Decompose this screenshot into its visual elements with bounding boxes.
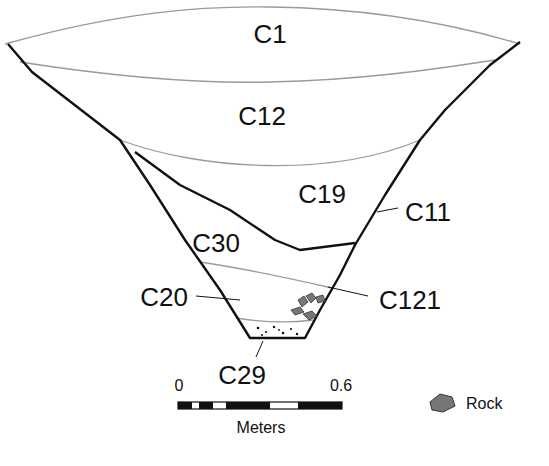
gravel bbox=[282, 332, 285, 335]
layer-number: C20 bbox=[140, 284, 188, 310]
layer-boundary bbox=[120, 140, 420, 166]
gravel bbox=[265, 331, 267, 333]
layer-boundary bbox=[200, 262, 332, 288]
layer-number: C12 bbox=[238, 103, 286, 129]
layer-number: C30 bbox=[192, 230, 240, 256]
scale-bar-frame bbox=[178, 402, 342, 409]
cut-number: C11 bbox=[405, 199, 451, 225]
rock-legend-sample bbox=[430, 394, 455, 412]
layer-number: C121 bbox=[379, 287, 441, 313]
leader-line bbox=[256, 341, 263, 357]
layer-number: C1 bbox=[253, 21, 286, 47]
rock bbox=[303, 311, 317, 320]
layer-boundary bbox=[236, 318, 313, 322]
gravel bbox=[261, 334, 263, 336]
layer-number: C19 bbox=[298, 181, 346, 207]
gravel bbox=[296, 333, 298, 335]
rock bbox=[306, 293, 316, 303]
legend-text: Rock bbox=[466, 396, 502, 412]
layer-boundary bbox=[20, 60, 495, 82]
scale-unit: Meters bbox=[237, 420, 286, 436]
layer-base bbox=[135, 152, 355, 250]
leader-line bbox=[377, 208, 398, 212]
scale-tick-label: 0 bbox=[175, 378, 184, 394]
gravel bbox=[278, 329, 280, 331]
scale-segment bbox=[178, 402, 192, 409]
layer-number: C29 bbox=[218, 362, 266, 388]
gravel bbox=[257, 327, 260, 330]
scale-segment bbox=[226, 402, 270, 409]
scale-bar bbox=[178, 402, 342, 409]
scale-segment bbox=[199, 402, 213, 409]
pit-cut bbox=[8, 42, 520, 338]
scale-segment bbox=[298, 402, 342, 409]
gravel bbox=[273, 326, 275, 328]
rock bbox=[316, 295, 325, 303]
rock bbox=[298, 296, 308, 307]
leader-line bbox=[196, 296, 240, 300]
scale-tick-label: 0.6 bbox=[330, 378, 352, 394]
gravel bbox=[290, 328, 292, 330]
rock bbox=[291, 307, 304, 315]
leader-line bbox=[328, 287, 368, 296]
